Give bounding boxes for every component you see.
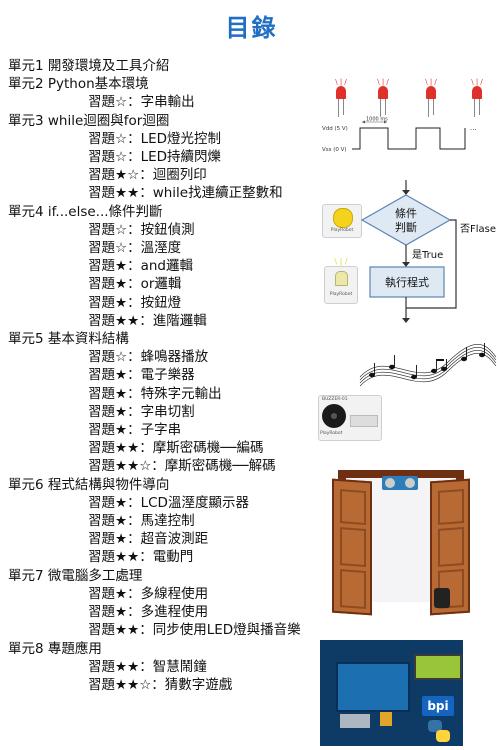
toc-exercise: 習題★：馬達控制 <box>88 513 195 530</box>
led-illustration: \ | / \ | / \ | / \ | / <box>330 74 495 124</box>
led-module-brand: PlayRobot <box>329 292 353 297</box>
toc-exercise: 習題★★☆：猜數字遊戲 <box>88 676 233 693</box>
toc-unit-4: 單元4 if...else...條件判斷 <box>8 203 163 220</box>
process-box <box>369 266 445 298</box>
toc-exercise: 習題★：LCD溫溼度顯示器 <box>88 494 249 511</box>
buzzer-brand: PlayRobot <box>320 431 343 436</box>
page-title: 目錄 <box>225 14 278 42</box>
connector-icon <box>350 415 378 427</box>
led-glow-icon: \ | / <box>334 257 348 266</box>
toc-exercise: 習題★：多進程使用 <box>88 604 209 621</box>
process-label: 執行程式 <box>385 276 429 289</box>
toc-exercise: 習題★★：智慧鬧鐘 <box>88 658 207 675</box>
toc-unit-1: 單元1 開發環境及工具介紹 <box>8 58 170 74</box>
component-icon <box>380 712 392 726</box>
led-bulb-icon <box>335 271 348 286</box>
false-branch-line <box>406 219 457 309</box>
toc-unit-3: 單元3 while迴圈與for迴圈 <box>8 112 170 129</box>
led-icon: \ | / <box>471 78 483 118</box>
button-module-brand: PlayRobot <box>330 228 354 233</box>
toc-exercise: 習題☆：蜂鳴器播放 <box>88 349 209 366</box>
toc-unit-6: 單元6 程式結構與物件導向 <box>8 476 170 493</box>
toc-unit-8: 單元8 專題應用 <box>8 640 102 657</box>
lcd-icon <box>414 654 462 680</box>
arrow-down-icon <box>402 318 410 323</box>
toc-exercise: 習題★★☆：摩斯密碼機──解碼 <box>88 458 276 475</box>
toc-exercise: 習題★：多線程使用 <box>88 585 209 602</box>
toc-unit-2: 單元2 Python基本環境 <box>8 76 149 93</box>
door-left <box>332 478 372 616</box>
toc-exercise: 習題★：超音波測距 <box>88 531 209 548</box>
toc-exercise: 習題★☆：迴圈列印 <box>88 167 207 184</box>
door-illustration <box>330 470 472 618</box>
toc-exercise: 習題★★：同步使用LED燈與播音樂 <box>88 622 301 639</box>
toc-exercise: 習題★：特殊字元輸出 <box>88 385 222 402</box>
board-icon <box>336 662 410 712</box>
motor-icon <box>434 588 450 608</box>
arrow-down-icon <box>402 262 410 267</box>
flowchart-illustration: PlayRobot \ | / PlayRobot 條件 判斷 是True 執行… <box>322 180 498 326</box>
toc-exercise: 習題★：or邏輯 <box>88 276 182 293</box>
toc-exercise: 習題★★：電動門 <box>88 549 194 566</box>
arrow-down-icon <box>402 190 410 195</box>
ultrasonic-sensor-icon <box>382 476 418 490</box>
table-of-contents: 單元1 開發環境及工具介紹單元2 Python基本環境習題☆：字串輸出單元3 w… <box>8 57 338 694</box>
toc-exercise: 習題★：and邏輯 <box>88 258 194 275</box>
bpi-badge: bpi <box>422 696 454 716</box>
board-illustration: bpi <box>320 640 463 746</box>
wave-period-label: 1000 ms <box>366 117 388 123</box>
led-icon: \ | / <box>335 78 347 118</box>
buzzer-icon <box>322 404 346 428</box>
flowchart-diagram: 條件 判斷 是True 執行程式 否Flase <box>360 180 496 323</box>
toc-unit-5: 單元5 基本資料結構 <box>8 331 129 348</box>
led-module: \ | / PlayRobot <box>324 257 358 304</box>
toc-exercise: 習題★：子字串 <box>88 422 182 439</box>
true-label: 是True <box>412 249 443 261</box>
wave-more-label: ... <box>470 124 477 132</box>
condition-diamond <box>360 194 452 246</box>
false-label: 否Flase <box>460 223 496 235</box>
toc-exercise: 習題☆：LED持續閃爍 <box>88 149 222 166</box>
toc-exercise: 習題★：電子樂器 <box>88 367 195 384</box>
led-icon: \ | / <box>425 78 437 118</box>
toc-exercise: 習題☆：按鈕偵測 <box>88 221 195 238</box>
button-module: PlayRobot <box>322 204 362 238</box>
wave-low-label: Vss (0 V) <box>322 147 347 153</box>
music-note-icon <box>369 343 485 380</box>
toc-exercise: 習題★：字串切割 <box>88 403 195 420</box>
button-cap-icon <box>333 208 353 228</box>
toc-exercise: 習題☆：字串輸出 <box>88 94 195 111</box>
toc-exercise: 習題★★：while找連續正整數和 <box>88 185 283 202</box>
condition-line-1: 條件 <box>395 206 417 220</box>
toc-unit-7: 單元7 微電腦多工處理 <box>8 567 143 584</box>
toc-exercise: 習題☆：溫溼度 <box>88 240 182 257</box>
buzzer-model: BUZZER-01 <box>322 397 348 402</box>
toc-exercise: 習題★★：進階邏輯 <box>88 312 207 329</box>
condition-line-2: 判斷 <box>395 221 417 234</box>
toc-exercise: 習題★：按鈕燈 <box>88 294 182 311</box>
toc-exercise: 習題☆：LED燈光控制 <box>88 130 222 147</box>
wave-line <box>352 127 466 150</box>
python-logo-icon <box>428 720 450 742</box>
led-icon: \ | / <box>377 78 389 118</box>
music-notes-illustration <box>359 343 497 387</box>
toc-exercise: 習題★★：摩斯密碼機──編碼 <box>88 440 264 457</box>
buzzer-module: BUZZER-01 PlayRobot <box>318 395 382 441</box>
sensor-icon <box>340 714 370 728</box>
square-wave-diagram: Vdd (5 V) Vss (0 V) 1000 ms ... <box>322 117 477 154</box>
wave-high-label: Vdd (5 V) <box>322 126 348 132</box>
